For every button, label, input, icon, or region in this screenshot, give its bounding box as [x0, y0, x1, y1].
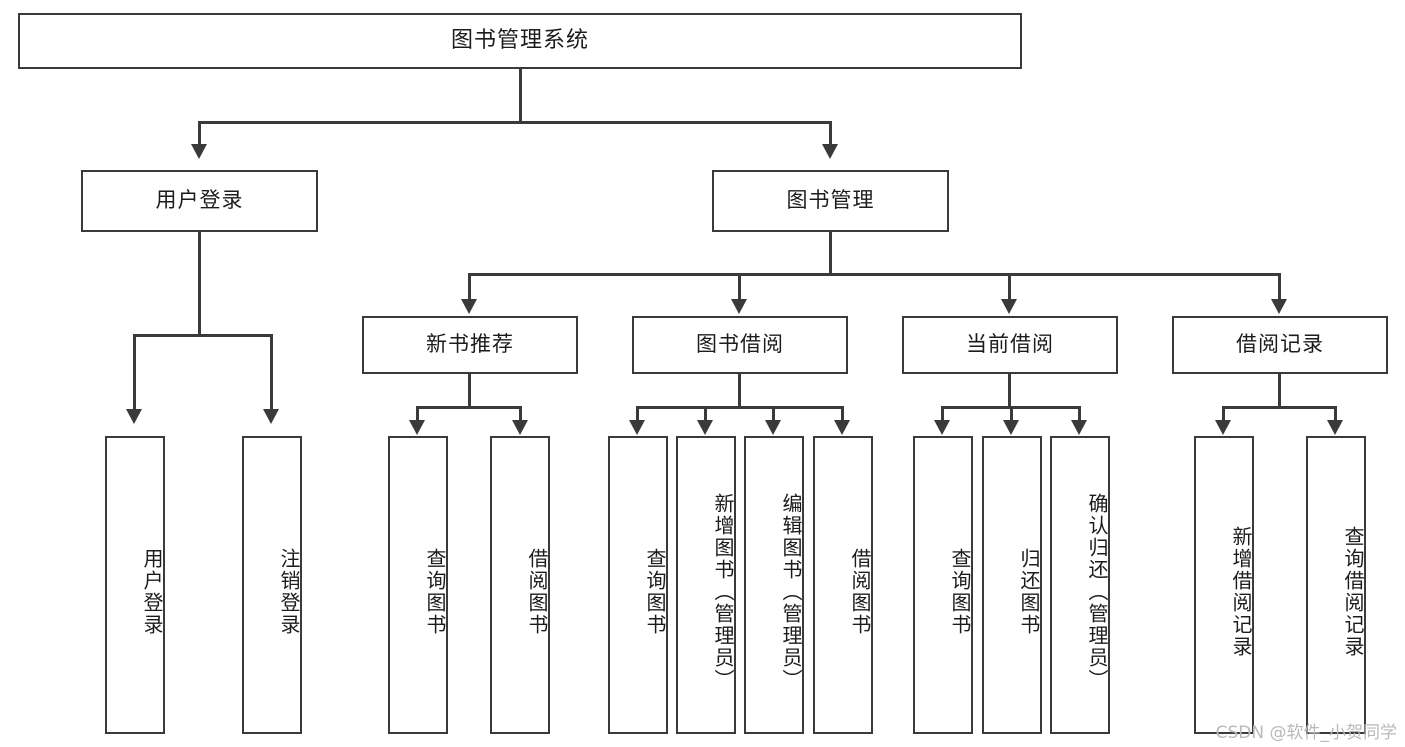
- edge-drop-user-login: [198, 121, 201, 146]
- edge-level3-bus: [468, 273, 1280, 276]
- arrow-book-borrow: [731, 299, 747, 314]
- arrow-current-borrow: [1001, 299, 1017, 314]
- node-current-borrow[interactable]: 当前借阅: [902, 316, 1118, 374]
- arrow-nbr-0: [409, 420, 425, 435]
- node-label: 新增借阅记录: [1229, 526, 1253, 658]
- edge-new-book-recommend-stem: [468, 374, 471, 408]
- node-label: 新增图书（管理员）: [711, 493, 735, 691]
- edge-borrow-record-stem: [1278, 374, 1281, 408]
- edge-book-management-stem: [829, 232, 832, 275]
- edge-drop-borrow-record: [1278, 273, 1281, 301]
- node-label: 当前借阅: [966, 332, 1054, 357]
- edge-drop-leaf-user-login: [133, 334, 136, 411]
- node-book-management[interactable]: 图书管理: [712, 170, 949, 232]
- node-label: 图书借阅: [696, 332, 784, 357]
- node-label: 图书管理系统: [450, 27, 589, 53]
- arrow-nbr-1: [512, 420, 528, 435]
- arrow-leaf-logout: [263, 409, 279, 424]
- edge-drop-bb-0: [636, 406, 639, 422]
- leaf-nbr-borrow-book[interactable]: 借阅图书: [490, 436, 550, 734]
- node-label: 借阅记录: [1236, 332, 1324, 357]
- node-label: 借阅图书: [525, 548, 549, 636]
- edge-new-book-recommend-bus: [416, 406, 522, 409]
- edge-drop-cb-2: [1078, 406, 1081, 422]
- arrow-br-0: [1215, 420, 1231, 435]
- leaf-bb-edit-book-admin[interactable]: 编辑图书（管理员）: [744, 436, 804, 734]
- node-label: 借阅图书: [848, 548, 872, 636]
- leaf-br-add-record[interactable]: 新增借阅记录: [1194, 436, 1254, 734]
- edge-current-borrow-stem: [1008, 374, 1011, 408]
- arrow-new-book-recommend: [461, 299, 477, 314]
- edge-drop-br-1: [1334, 406, 1337, 422]
- arrow-bb-2: [765, 420, 781, 435]
- edge-drop-bb-2: [772, 406, 775, 422]
- node-label: 查询图书: [423, 548, 447, 636]
- leaf-logout[interactable]: 注销登录: [242, 436, 302, 734]
- edge-user-login-bus: [133, 334, 273, 337]
- edge-drop-br-0: [1222, 406, 1225, 422]
- node-label: 图书管理: [786, 188, 875, 213]
- arrow-bb-3: [834, 420, 850, 435]
- node-label: 编辑图书（管理员）: [779, 493, 803, 691]
- leaf-br-query-record[interactable]: 查询借阅记录: [1306, 436, 1366, 734]
- arrow-user-login: [191, 144, 207, 159]
- arrow-cb-2: [1071, 420, 1087, 435]
- leaf-cb-confirm-return-admin[interactable]: 确认归还（管理员）: [1050, 436, 1110, 734]
- arrow-leaf-user-login: [126, 409, 142, 424]
- leaf-nbr-query-book[interactable]: 查询图书: [388, 436, 448, 734]
- edge-drop-nbr-0: [416, 406, 419, 422]
- edge-book-borrow-stem: [738, 374, 741, 408]
- arrow-borrow-record: [1271, 299, 1287, 314]
- edge-drop-book-borrow: [738, 273, 741, 301]
- leaf-user-login[interactable]: 用户登录: [105, 436, 165, 734]
- node-label: 注销登录: [277, 548, 301, 636]
- arrow-book-management: [822, 144, 838, 159]
- arrow-cb-0: [934, 420, 950, 435]
- node-new-book-recommend[interactable]: 新书推荐: [362, 316, 578, 374]
- csdn-watermark: CSDN @软件_小贺同学: [1215, 723, 1397, 743]
- edge-drop-cb-0: [941, 406, 944, 422]
- leaf-bb-add-book-admin[interactable]: 新增图书（管理员）: [676, 436, 736, 734]
- edge-borrow-record-bus: [1222, 406, 1337, 409]
- edge-drop-book-management: [829, 121, 832, 146]
- node-label: 归还图书: [1017, 548, 1041, 636]
- leaf-bb-query-book[interactable]: 查询图书: [608, 436, 668, 734]
- edge-drop-bb-1: [704, 406, 707, 422]
- leaf-cb-return-book[interactable]: 归还图书: [982, 436, 1042, 734]
- edge-drop-bb-3: [841, 406, 844, 422]
- arrow-bb-0: [629, 420, 645, 435]
- node-label: 查询图书: [643, 548, 667, 636]
- node-label: 用户登录: [155, 188, 244, 213]
- edge-drop-current-borrow: [1008, 273, 1011, 301]
- node-label: 查询图书: [948, 548, 972, 636]
- node-book-management-system[interactable]: 图书管理系统: [18, 13, 1022, 69]
- edge-drop-new-book-recommend: [468, 273, 471, 301]
- edge-user-login-stem: [198, 232, 201, 336]
- edge-book-borrow-bus: [636, 406, 844, 409]
- edge-level2-bus: [198, 121, 831, 124]
- leaf-bb-borrow-book[interactable]: 借阅图书: [813, 436, 873, 734]
- node-label: 确认归还（管理员）: [1085, 493, 1109, 691]
- node-borrow-record[interactable]: 借阅记录: [1172, 316, 1388, 374]
- edge-drop-leaf-logout: [270, 334, 273, 411]
- leaf-cb-query-book[interactable]: 查询图书: [913, 436, 973, 734]
- node-label: 查询借阅记录: [1341, 526, 1365, 658]
- node-label: 用户登录: [140, 548, 164, 636]
- node-user-login[interactable]: 用户登录: [81, 170, 318, 232]
- node-label: 新书推荐: [426, 332, 514, 357]
- node-book-borrow[interactable]: 图书借阅: [632, 316, 848, 374]
- edge-root-stem: [519, 69, 522, 123]
- edge-drop-cb-1: [1010, 406, 1013, 422]
- arrow-br-1: [1327, 420, 1343, 435]
- arrow-cb-1: [1003, 420, 1019, 435]
- arrow-bb-1: [697, 420, 713, 435]
- edge-drop-nbr-1: [519, 406, 522, 422]
